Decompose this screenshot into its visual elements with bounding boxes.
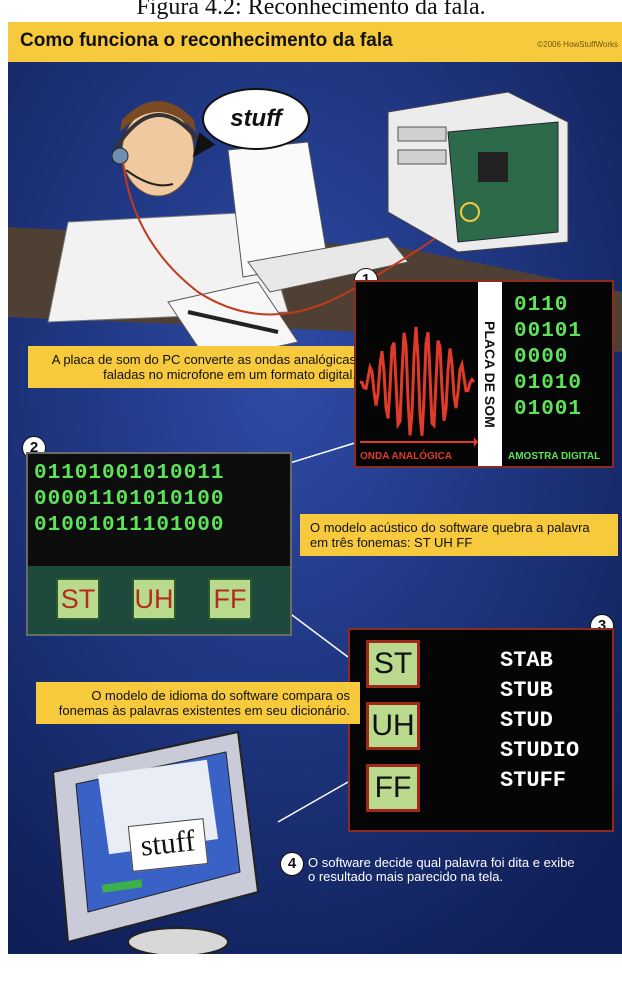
analog-axis-label: ONDA ANALÓGICA — [360, 451, 453, 462]
soundcard-label: PLACA DE SOM — [478, 282, 502, 466]
candidate-word-1: STAB — [500, 648, 553, 673]
digital-axis-label: AMOSTRA DIGITAL — [508, 451, 601, 462]
binary-row-2: 00001101010100 — [34, 488, 225, 511]
digital-row-1: 0110 — [514, 294, 569, 317]
digital-row-3: 0000 — [514, 346, 569, 369]
language-panel: ST UH FF STAB STUB STUD STUDIO STUFF — [348, 628, 614, 832]
title-banner: Como funciona o reconhecimento da fala ©… — [8, 22, 622, 62]
step-2-text: O modelo acústico do software quebra a p… — [300, 514, 618, 556]
page-title: Como funciona o reconhecimento da fala — [20, 30, 393, 51]
binary-row-3: 01001011101000 — [34, 514, 225, 537]
phoneme-ff: FF — [208, 578, 252, 620]
language-phoneme-ff: FF — [366, 764, 420, 812]
phoneme-uh: UH — [132, 578, 176, 620]
candidate-word-5: STUFF — [500, 768, 567, 793]
step-4-number: 4 — [280, 852, 304, 876]
language-phoneme-uh: UH — [366, 702, 420, 750]
digital-row-4: 01010 — [514, 372, 583, 395]
soundcard-panel: PLACA DE SOM 0110 00101 0000 01010 01001… — [354, 280, 614, 468]
step-3-text: O modelo de idioma do software compara o… — [36, 682, 360, 724]
step-4-text: O software decide qual palavra foi dita … — [308, 855, 575, 884]
candidate-word-4: STUDIO — [500, 738, 580, 763]
figure-caption: Figura 4.2: Reconhecimento da fala. — [136, 0, 486, 20]
step-1-text: A placa de som do PC converte as ondas a… — [28, 346, 366, 388]
speech-bubble: stuff — [202, 88, 310, 150]
candidate-word-3: STUD — [500, 708, 553, 733]
computer-case — [387, 91, 569, 253]
acoustic-panel: 01101001010011 00001101010100 0100101110… — [26, 452, 292, 636]
digital-row-2: 00101 — [514, 320, 583, 343]
analog-wave — [359, 326, 478, 447]
candidate-word-2: STUB — [500, 678, 553, 703]
language-phoneme-st: ST — [366, 640, 420, 688]
person-illustration — [47, 101, 409, 363]
phoneme-st: ST — [56, 578, 100, 620]
copyright-text: ©2006 HowStuffWorks — [537, 40, 618, 49]
illustration-scene: stuff 1 A placa de som do PC converte as… — [8, 62, 622, 954]
monitor-word: stuff — [127, 818, 209, 872]
binary-row-1: 01101001010011 — [34, 462, 225, 485]
digital-row-5: 01001 — [514, 398, 583, 421]
